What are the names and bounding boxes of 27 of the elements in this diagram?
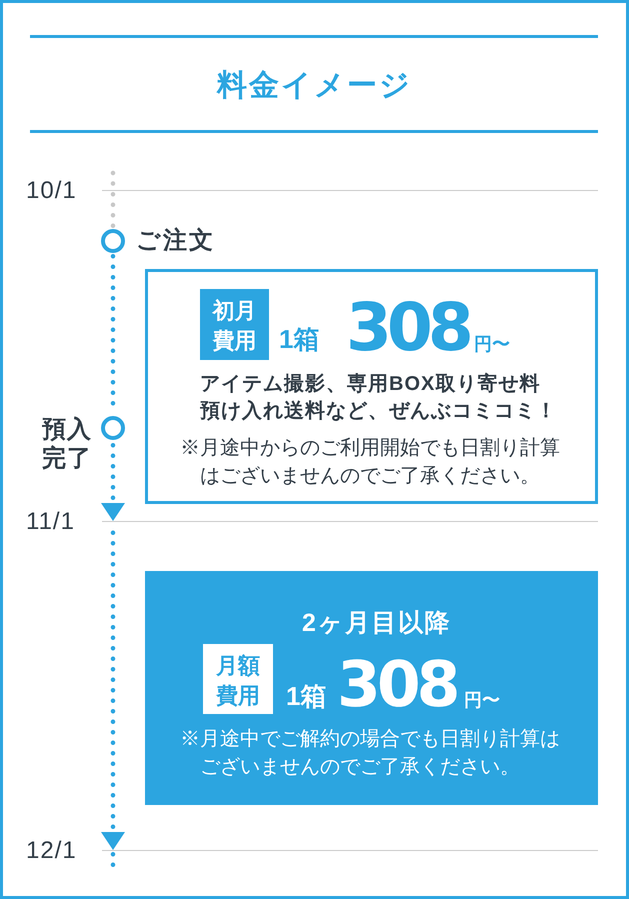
note-text: ※月途中からのご利用開始でも日割り計算はございませんのでご了承ください。 xyxy=(180,436,561,489)
page-title: 料金イメージ xyxy=(217,68,412,104)
date-rule xyxy=(102,850,598,851)
currency-label: 円〜 xyxy=(474,334,510,354)
milestone-label: 預入完了 xyxy=(42,415,93,473)
price-amount: 308 xyxy=(346,295,469,361)
date-label: 11/1 xyxy=(26,509,75,535)
fee-tag: 月額費用 xyxy=(203,644,273,714)
unit-label: 1箱 xyxy=(286,681,326,711)
card-heading: 2ヶ月目以降 xyxy=(302,608,451,638)
date-rule xyxy=(102,190,598,191)
date-rule xyxy=(102,521,598,522)
milestone-label: ご注文 xyxy=(136,227,215,255)
date-label: 12/1 xyxy=(26,838,77,864)
milestone-marker xyxy=(101,229,125,253)
timeline-line xyxy=(110,191,116,229)
price-amount: 308 xyxy=(337,653,457,716)
currency-label: 円〜 xyxy=(464,690,500,710)
milestone-marker xyxy=(101,416,125,440)
description-text: アイテム撮影、専用BOX取り寄せ料預け入れ送料など、ぜんぶコミコミ！ xyxy=(200,372,558,424)
fee-tag: 初月費用 xyxy=(200,289,269,360)
unit-label: 1箱 xyxy=(279,324,320,354)
timeline-arrow xyxy=(101,440,125,521)
price-card xyxy=(145,269,598,504)
price-card xyxy=(145,571,598,805)
note-text: ※月途中でご解約の場合でも日割り計算はございませんのでご了承ください。 xyxy=(180,727,561,780)
date-label: 10/1 xyxy=(26,178,77,204)
